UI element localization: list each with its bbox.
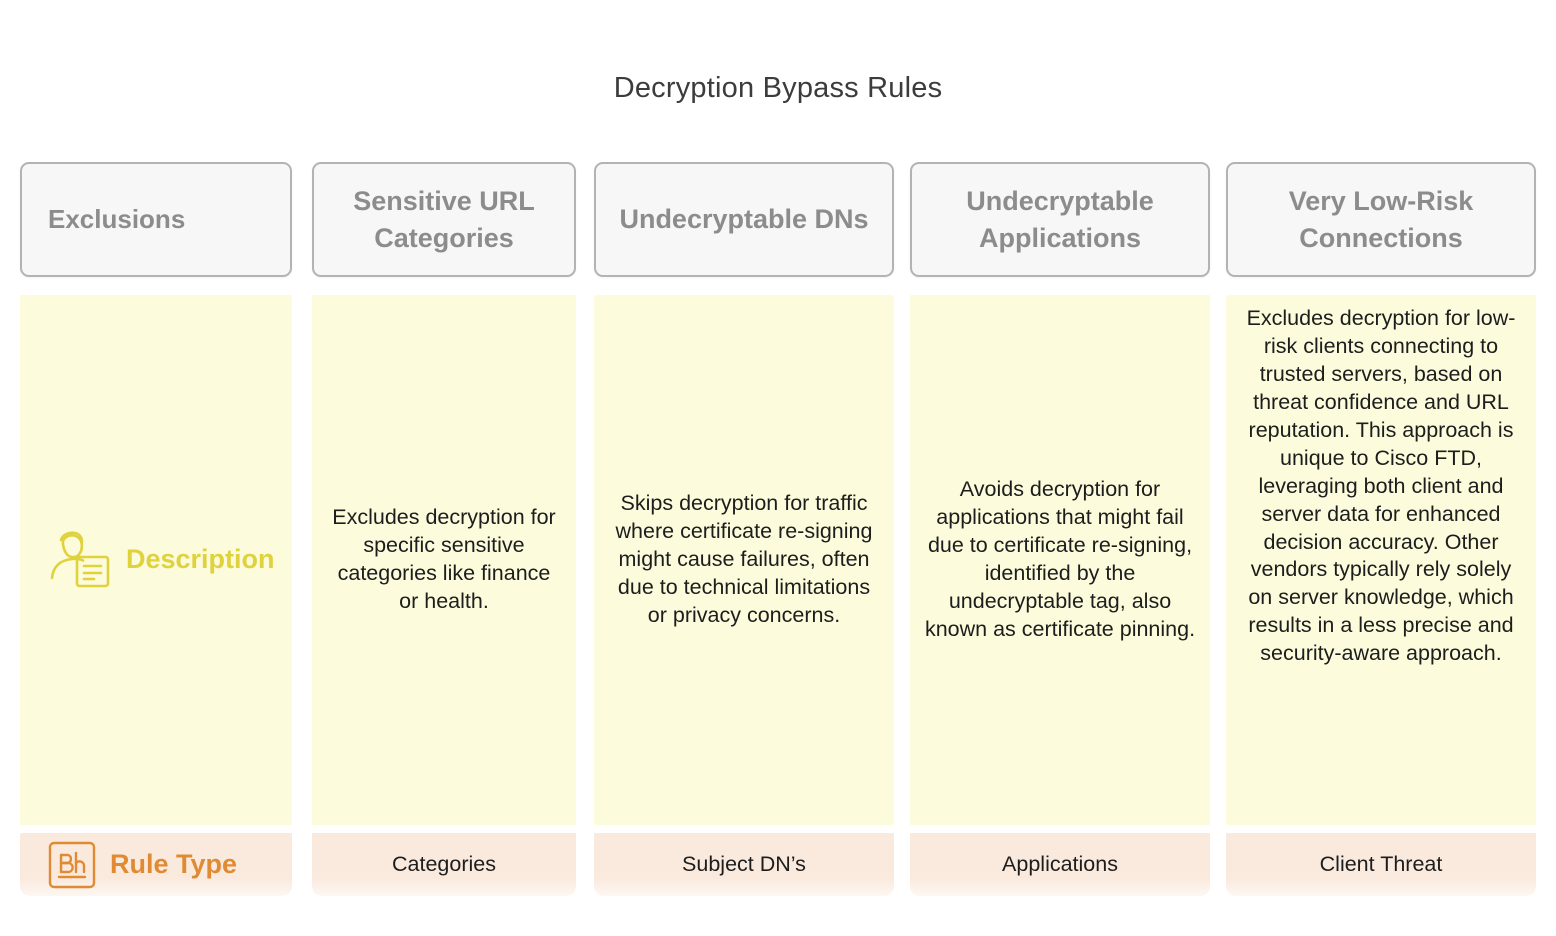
grid-gap (1210, 833, 1226, 896)
grid-gap (594, 277, 894, 295)
grid-gap (20, 825, 292, 833)
header-card-label: Undecryptable Applications (966, 186, 1154, 253)
grid-gap (292, 825, 312, 833)
cell-rule-type-sensitive-url-categories: Categories (312, 833, 576, 896)
cell-rule-type-undecryptable-dns: Subject DN’s (594, 833, 894, 896)
header-card-undecryptable-applications[interactable]: Undecryptable Applications (910, 162, 1210, 277)
grid-gap (292, 162, 312, 277)
grid-gap (1226, 277, 1536, 295)
grid-gap (894, 162, 910, 277)
header-card-label: Undecryptable DNs (619, 204, 869, 235)
grid-gap (910, 825, 1210, 833)
grid-gap (312, 277, 576, 295)
grid-gap (312, 825, 576, 833)
grid-gap (576, 825, 594, 833)
grid-gap (1210, 162, 1226, 277)
grid-gap (1226, 825, 1536, 833)
header-card-sensitive-url-categories[interactable]: Sensitive URL Categories (312, 162, 576, 277)
header-card-label: Sensitive URL Categories (353, 186, 535, 253)
bh-box-icon (48, 841, 96, 889)
cell-description-very-low-risk-connections: Excludes decryption for low-risk clients… (1226, 295, 1536, 825)
row-header-rule-type: Rule Type (20, 833, 292, 896)
cell-description-sensitive-url-categories: Excludes decryption for specific sensiti… (312, 295, 576, 825)
grid-gap (292, 277, 312, 295)
header-card-very-low-risk-connections[interactable]: Very Low-Risk Connections (1226, 162, 1536, 277)
comparison-grid: Exclusions Sensitive URL Categories Unde… (20, 162, 1536, 896)
grid-gap (894, 825, 910, 833)
grid-gap (576, 833, 594, 896)
grid-gap (292, 295, 312, 825)
grid-gap (20, 277, 292, 295)
grid-gap (1210, 277, 1226, 295)
grid-gap (576, 162, 594, 277)
cell-rule-type-undecryptable-applications: Applications (910, 833, 1210, 896)
row-label-rule-type: Rule Type (110, 849, 238, 879)
grid-gap (576, 295, 594, 825)
grid-gap (1210, 295, 1226, 825)
row-header-description: Description (20, 295, 292, 825)
row-label-description: Description (126, 544, 275, 575)
grid-gap (894, 295, 910, 825)
header-card-label: Very Low-Risk Connections (1288, 186, 1474, 253)
cell-description-undecryptable-dns: Skips decryption for traffic where certi… (594, 295, 894, 825)
header-card-exclusions[interactable]: Exclusions (20, 162, 292, 277)
cell-description-undecryptable-applications: Avoids decryption for applications that … (910, 295, 1210, 825)
header-card-undecryptable-dns[interactable]: Undecryptable DNs (594, 162, 894, 277)
grid-gap (894, 277, 910, 295)
person-document-icon (50, 531, 112, 589)
header-card-label: Exclusions (48, 203, 186, 234)
grid-gap (576, 277, 594, 295)
grid-gap (594, 825, 894, 833)
cell-rule-type-very-low-risk-connections: Client Threat (1226, 833, 1536, 896)
grid-gap (292, 833, 312, 896)
grid-gap (894, 833, 910, 896)
grid-gap (1210, 825, 1226, 833)
grid-gap (910, 277, 1210, 295)
page-title: Decryption Bypass Rules (613, 72, 943, 104)
